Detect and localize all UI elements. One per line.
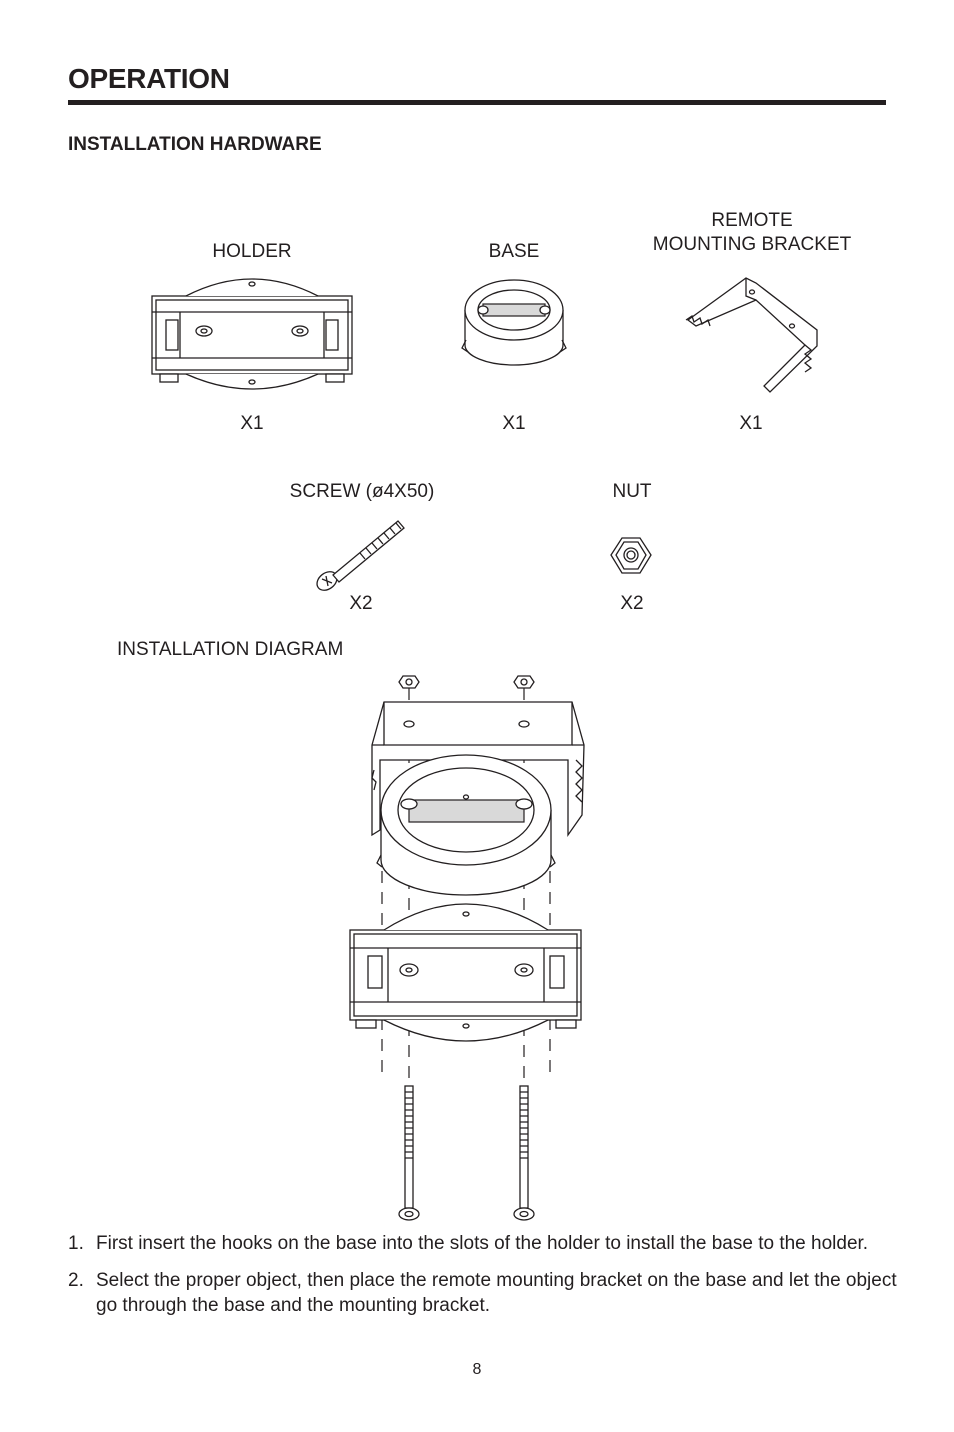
base-illustration bbox=[461, 279, 567, 366]
bracket-qty: X1 bbox=[739, 413, 763, 434]
holder-label: HOLDER bbox=[212, 241, 292, 262]
step-text: Select the proper object, then place the… bbox=[96, 1270, 897, 1316]
step-number: 2. bbox=[68, 1270, 84, 1291]
screw-qty: X2 bbox=[349, 593, 373, 614]
section-heading-diagram: INSTALLATION DIAGRAM bbox=[117, 639, 344, 660]
instruction-list: 1. First insert the hooks on the base in… bbox=[68, 1231, 898, 1330]
instruction-step-1: 1. First insert the hooks on the base in… bbox=[68, 1231, 898, 1256]
bracket-illustration bbox=[685, 277, 818, 393]
bracket-label-line1: REMOTE bbox=[711, 210, 793, 231]
page-title: OPERATION bbox=[68, 63, 230, 94]
diagram-nut-right bbox=[513, 675, 535, 689]
diagram-screw-right bbox=[513, 1085, 535, 1221]
nut-qty: X2 bbox=[620, 593, 644, 614]
bracket-label-line2: MOUNTING BRACKET bbox=[652, 234, 852, 255]
installation-diagram bbox=[349, 675, 585, 1221]
step-number: 1. bbox=[68, 1233, 84, 1254]
diagram-base bbox=[376, 754, 556, 896]
step-text: First insert the hooks on the base into … bbox=[96, 1233, 869, 1254]
diagram-nut-left bbox=[398, 675, 420, 689]
screw-illustration bbox=[316, 520, 405, 591]
page-number: 8 bbox=[472, 1361, 482, 1378]
section-heading-hardware: INSTALLATION HARDWARE bbox=[68, 134, 322, 155]
base-label: BASE bbox=[488, 241, 540, 262]
title-rule bbox=[68, 100, 886, 105]
diagram-screw-left bbox=[398, 1085, 420, 1221]
diagram-bracket bbox=[371, 701, 585, 838]
holder-qty: X1 bbox=[240, 413, 264, 434]
holder-illustration bbox=[151, 278, 353, 390]
instruction-step-2: 2. Select the proper object, then place … bbox=[68, 1268, 898, 1318]
diagram-holder bbox=[349, 903, 582, 1042]
nut-label: NUT bbox=[612, 481, 652, 502]
screw-label: SCREW (ø4X50) bbox=[289, 481, 435, 502]
nut-illustration bbox=[610, 537, 652, 574]
base-qty: X1 bbox=[502, 413, 526, 434]
